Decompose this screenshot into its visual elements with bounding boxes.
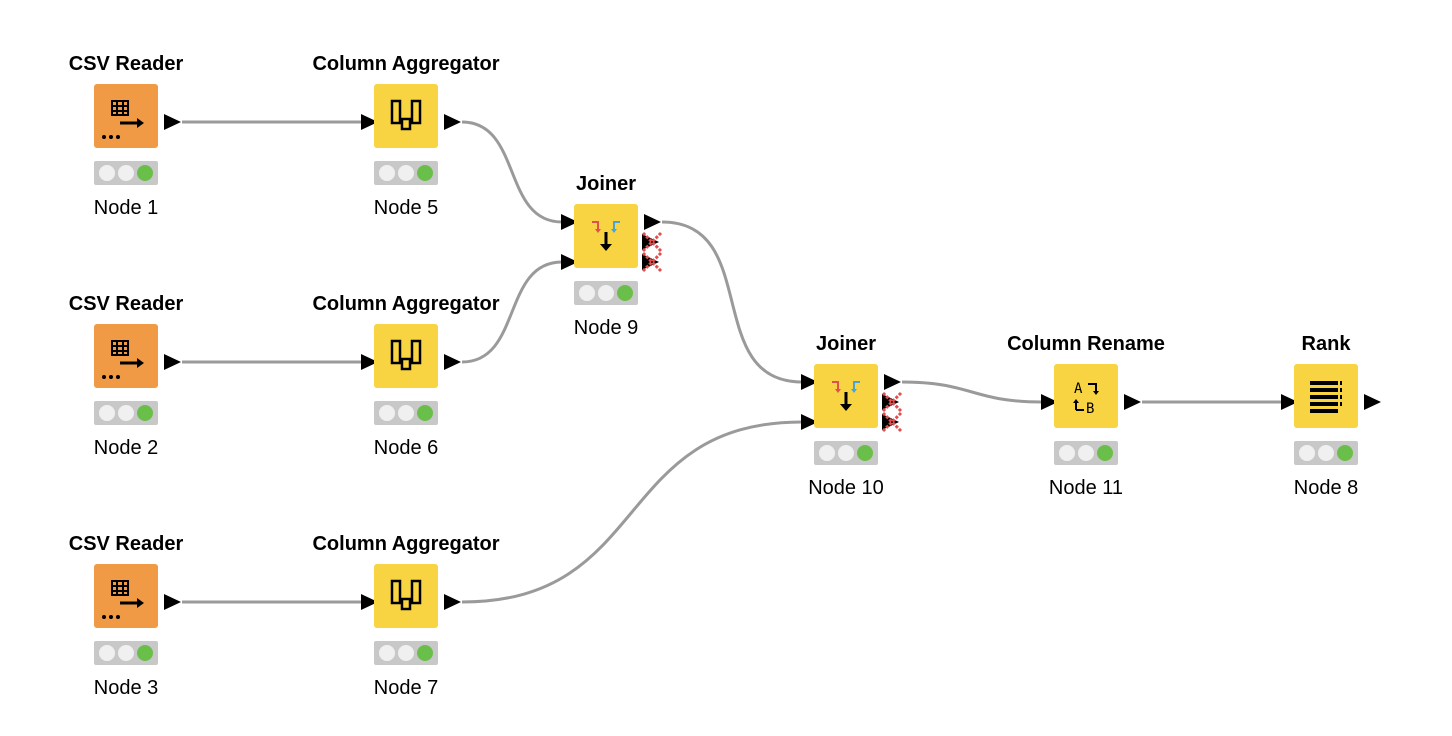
node-1[interactable]: CSV Reader Node 1 — [26, 52, 226, 219]
input-port-left[interactable] — [561, 214, 578, 230]
status-indicator — [94, 161, 158, 185]
node-title: Joiner — [815, 333, 877, 355]
output-port[interactable] — [1364, 394, 1381, 410]
status-indicator — [94, 401, 158, 425]
status-indicator — [1294, 441, 1358, 465]
node-label[interactable]: Node 5 — [373, 197, 439, 219]
inactive-port-icon[interactable] — [880, 410, 904, 434]
joiner-icon — [592, 221, 620, 251]
node-title: CSV Reader — [68, 53, 184, 75]
status-indicator — [94, 641, 158, 665]
node-title: Column Aggregator — [312, 533, 500, 555]
input-port-right[interactable] — [561, 254, 578, 270]
output-port-matched[interactable] — [884, 374, 901, 390]
node-label[interactable]: Node 9 — [573, 317, 639, 339]
output-port[interactable] — [1124, 394, 1141, 410]
output-port[interactable] — [444, 114, 461, 130]
csv-reader-icon — [102, 340, 144, 379]
node-6[interactable]: Column Aggregator Node 6 — [306, 292, 506, 459]
input-port[interactable] — [361, 594, 378, 610]
output-port[interactable] — [444, 594, 461, 610]
column-rename-icon: A B — [1073, 381, 1099, 417]
status-indicator — [374, 161, 438, 185]
input-port[interactable] — [1281, 394, 1298, 410]
node-body[interactable] — [814, 364, 878, 428]
node-label[interactable]: Node 1 — [93, 197, 159, 219]
svg-text:A: A — [1074, 381, 1083, 397]
node-title: Column Aggregator — [312, 293, 500, 315]
node-9[interactable]: Joiner Node 9 — [506, 172, 706, 339]
input-port[interactable] — [361, 114, 378, 130]
connection-node9-node10 — [661, 220, 803, 384]
node-title: Column Rename — [1007, 333, 1165, 355]
status-indicator — [574, 281, 638, 305]
output-port[interactable] — [444, 354, 461, 370]
output-port[interactable] — [164, 114, 181, 130]
node-body[interactable] — [574, 204, 638, 268]
connection-node6-node9 — [461, 260, 563, 364]
node-body[interactable] — [374, 84, 438, 148]
inactive-port-icon[interactable] — [640, 230, 664, 254]
inactive-port-icon[interactable] — [640, 250, 664, 274]
node-8[interactable]: Rank Node — [1226, 332, 1426, 499]
node-title: Joiner — [575, 173, 637, 195]
inactive-port-icon[interactable] — [880, 390, 904, 414]
status-indicator — [374, 641, 438, 665]
node-body[interactable] — [94, 564, 158, 628]
node-label[interactable]: Node 6 — [373, 437, 439, 459]
node-5[interactable]: Column Aggregator Node 5 — [306, 52, 506, 219]
node-title: CSV Reader — [68, 293, 184, 315]
node-body[interactable] — [374, 564, 438, 628]
node-title: Column Aggregator — [312, 53, 500, 75]
node-body[interactable] — [1294, 364, 1358, 428]
status-indicator — [1054, 441, 1118, 465]
node-label[interactable]: Node 10 — [808, 477, 884, 499]
node-body[interactable] — [94, 84, 158, 148]
csv-reader-icon — [102, 580, 144, 619]
output-port-matched[interactable] — [644, 214, 661, 230]
rank-icon — [1310, 381, 1342, 413]
node-2[interactable]: CSV Reader Node 2 — [26, 292, 226, 459]
input-port-left[interactable] — [801, 374, 818, 390]
node-label[interactable]: Node 7 — [373, 677, 439, 699]
node-10[interactable]: Joiner Node 10 — [746, 332, 946, 499]
node-3[interactable]: CSV Reader Node 3 — [26, 532, 226, 699]
node-body[interactable] — [94, 324, 158, 388]
column-aggregator-icon — [390, 339, 422, 371]
input-port[interactable] — [1041, 394, 1058, 410]
joiner-icon — [832, 381, 860, 411]
node-label[interactable]: Node 11 — [1048, 477, 1124, 499]
node-11[interactable]: Column Rename A B Node 11 — [986, 332, 1186, 499]
svg-text:B: B — [1086, 401, 1094, 417]
input-port-right[interactable] — [801, 414, 818, 430]
node-label[interactable]: Node 2 — [93, 437, 159, 459]
node-label[interactable]: Node 3 — [93, 677, 159, 699]
node-body[interactable] — [374, 324, 438, 388]
input-port[interactable] — [361, 354, 378, 370]
node-title: Rank — [1301, 333, 1351, 355]
connection-node5-node9 — [461, 120, 563, 224]
status-indicator — [374, 401, 438, 425]
csv-reader-icon — [102, 100, 144, 139]
output-port[interactable] — [164, 354, 181, 370]
column-aggregator-icon — [390, 579, 422, 611]
node-title: CSV Reader — [68, 533, 184, 555]
connection-node10-node11 — [901, 380, 1043, 404]
column-aggregator-icon — [390, 99, 422, 131]
node-body[interactable]: A B — [1054, 364, 1118, 428]
node-label[interactable]: Node 8 — [1293, 477, 1359, 499]
status-indicator — [814, 441, 878, 465]
connection-node7-node10 — [461, 420, 803, 604]
node-7[interactable]: Column Aggregator Node 7 — [306, 532, 506, 699]
output-port[interactable] — [164, 594, 181, 610]
